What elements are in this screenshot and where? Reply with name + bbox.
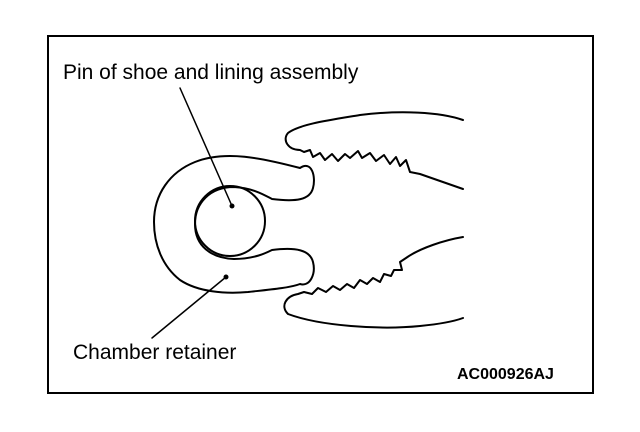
retainer-leader-line <box>151 276 227 339</box>
chamber-retainer-outline <box>153 154 315 294</box>
chamber-retainer-label: Chamber retainer <box>73 341 237 364</box>
figure-frame <box>47 35 594 394</box>
pin-leader-line <box>179 87 233 207</box>
upper-shoe-segment <box>284 111 464 190</box>
lower-shoe-segment <box>283 236 464 329</box>
pin-label: Pin of shoe and lining assembly <box>63 61 359 84</box>
pin-leader-dot <box>229 203 235 209</box>
shoe-pin <box>194 185 266 257</box>
figure-code: AC000926AJ <box>457 366 554 383</box>
retainer-leader-dot <box>223 274 229 280</box>
